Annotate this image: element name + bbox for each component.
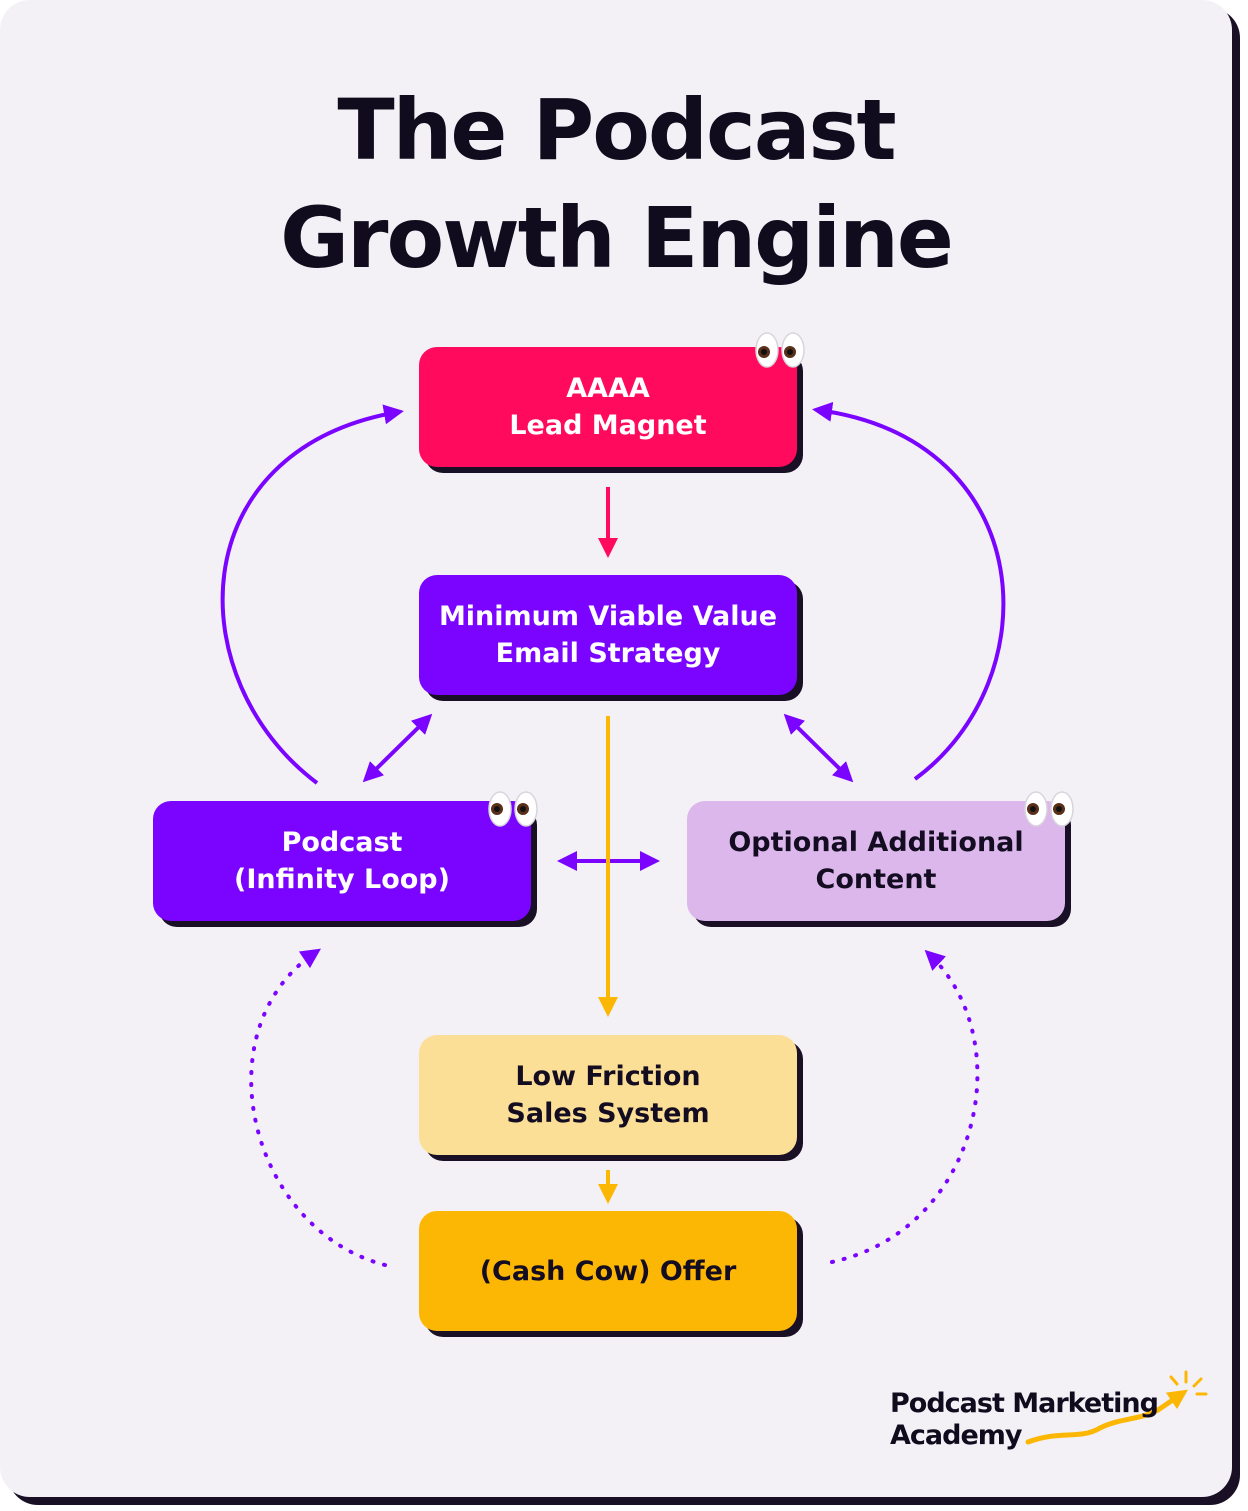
eyes-icon (488, 791, 538, 827)
node-optional-content-line2: Content (815, 864, 937, 895)
dotted-offer-to-optional (830, 949, 980, 1264)
brand-line-2: Academy (890, 1420, 1022, 1451)
brand-logo: Podcast Marketing Academy (890, 1388, 1159, 1452)
node-email-strategy-line1: Minimum Viable Value (438, 601, 778, 632)
title-line-2: Growth Engine (280, 189, 954, 287)
node-sales-system-line1: Low Friction (515, 1061, 701, 1092)
arrow-email-podcast (362, 713, 433, 783)
title-line-1: The Podcast (337, 81, 896, 179)
node-podcast: Podcast (Infinity Loop) (153, 801, 531, 921)
node-podcast-line2: (Infinity Loop) (234, 864, 450, 895)
node-optional-content-line1: Optional Additional (728, 827, 1024, 858)
growth-line-icon (1025, 1389, 1188, 1445)
brand-line-1: Podcast Marketing (890, 1388, 1159, 1419)
node-sales-system: Low Friction Sales System (419, 1035, 797, 1155)
node-offer-line1: (Cash Cow) Offer (479, 1255, 737, 1287)
node-email-strategy-line2: Email Strategy (495, 638, 721, 669)
node-email-strategy: Minimum Viable Value Email Strategy (419, 575, 797, 695)
arc-podcast-to-lead (220, 404, 404, 785)
node-optional-content: Optional Additional Content (687, 801, 1065, 921)
node-sales-system-line2: Sales System (506, 1098, 710, 1129)
node-podcast-line1: Podcast (281, 827, 403, 858)
node-offer: (Cash Cow) Offer (419, 1211, 797, 1331)
eyes-icon (755, 332, 805, 368)
dotted-offer-to-podcast (249, 948, 387, 1267)
node-lead-magnet: AAAA Lead Magnet (419, 347, 797, 467)
node-lead-magnet-line2: Lead Magnet (509, 410, 707, 441)
sparkle-icon (1169, 1370, 1208, 1396)
node-lead-magnet-line1: AAAA (566, 373, 650, 404)
arc-optional-to-lead (812, 401, 1006, 781)
eyes-icon (1024, 791, 1074, 827)
arrow-email-optional (783, 713, 854, 783)
